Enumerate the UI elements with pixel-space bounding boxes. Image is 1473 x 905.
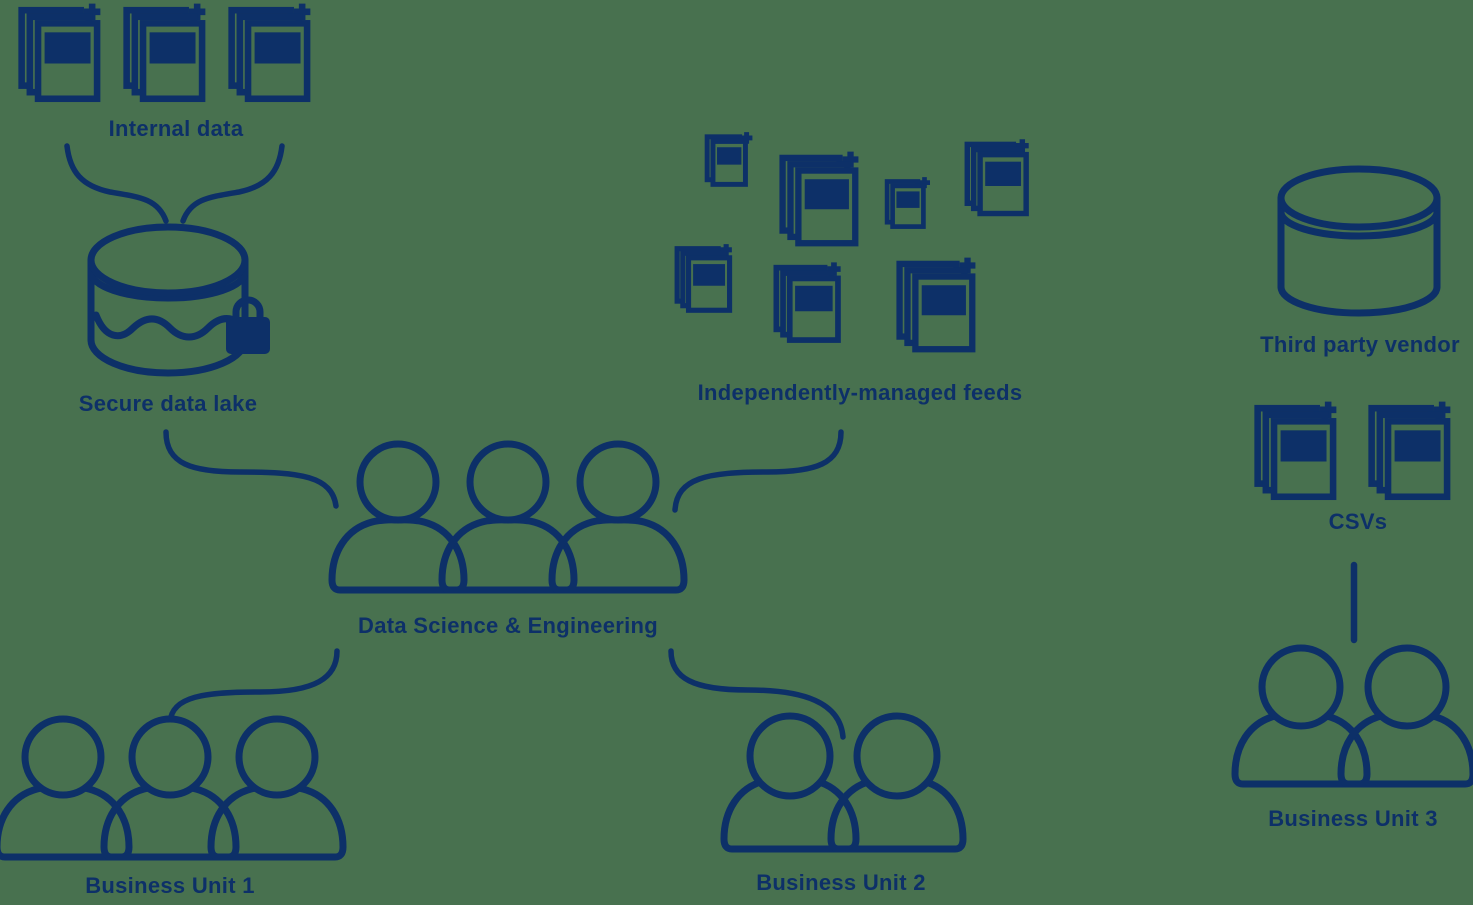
document-stack-icon <box>886 176 931 227</box>
edge-feeds-to-data-science <box>672 429 844 513</box>
document-stack-icon <box>126 3 206 100</box>
internal-data-label: Internal data <box>109 116 244 141</box>
document-stack-icon <box>899 257 976 350</box>
document-stack-icon <box>1371 401 1451 498</box>
locked-database-icon <box>87 223 270 377</box>
edge-lake-to-data-science <box>163 429 339 509</box>
cylinder-top <box>1277 165 1441 231</box>
person-head <box>1364 644 1450 730</box>
padlock-shackle <box>232 296 264 322</box>
database-icon <box>1277 165 1441 317</box>
data-science-engineering-node: Data Science & Engineering <box>332 440 684 638</box>
funnel-right-curve <box>180 143 285 224</box>
document-stack-icon <box>966 138 1030 214</box>
cylinder-bottom <box>87 336 249 377</box>
business-unit-2-node: Business Unit 2 <box>724 712 963 895</box>
business-unit-2-label: Business Unit 2 <box>756 870 926 895</box>
person-head <box>128 715 212 799</box>
cylinder-bottom <box>1277 283 1441 317</box>
edge-data-science-to-bu2 <box>668 648 846 740</box>
people-group-icon <box>332 440 684 590</box>
independent-feeds-node: Independently-managed feeds <box>676 131 1030 405</box>
funnel-left-curve <box>64 143 169 224</box>
secure-data-lake-label: Secure data lake <box>79 391 257 416</box>
business-unit-3-label: Business Unit 3 <box>1268 806 1438 831</box>
person-head <box>576 440 660 524</box>
people-group-icon <box>724 712 963 849</box>
document-stack-icon <box>21 3 101 100</box>
person-head <box>853 712 941 800</box>
person-head <box>746 712 834 800</box>
person-head <box>1258 644 1344 730</box>
edge-data-science-to-bu1 <box>167 648 340 725</box>
third-party-vendor-node: Third party vendor <box>1260 165 1460 357</box>
cylinder-sides <box>1277 194 1441 291</box>
document-stack-icon <box>1257 401 1337 498</box>
document-stack-icon <box>706 131 753 185</box>
document-stack-icon <box>676 243 733 311</box>
secure-data-lake-node: Secure data lake <box>79 223 270 416</box>
document-stack-icon <box>782 151 859 244</box>
independent-feeds-label: Independently-managed feeds <box>698 380 1023 405</box>
people-group-icon <box>0 715 343 857</box>
document-stack-icon <box>776 262 841 341</box>
csvs-label: CSVs <box>1329 509 1388 534</box>
business-unit-1-label: Business Unit 1 <box>85 873 255 898</box>
person-head <box>466 440 550 524</box>
third-party-vendor-label: Third party vendor <box>1260 332 1460 357</box>
padlock-icon <box>226 296 270 354</box>
padlock-body <box>226 317 270 354</box>
people-group-icon <box>1235 644 1473 784</box>
person-head <box>356 440 440 524</box>
business-unit-3-node: Business Unit 3 <box>1235 644 1473 831</box>
edge-internal-data-to-lake <box>64 143 285 224</box>
cylinder-top <box>87 223 249 297</box>
cylinder-rim <box>87 268 249 302</box>
person-head <box>235 715 319 799</box>
person-head <box>21 715 105 799</box>
cylinder-rim <box>1277 208 1441 240</box>
csvs-node: CSVs <box>1257 401 1451 534</box>
business-unit-1-node: Business Unit 1 <box>0 715 343 898</box>
data-science-engineering-label: Data Science & Engineering <box>358 613 658 638</box>
water-wave <box>92 311 242 341</box>
document-stack-icon <box>231 3 311 100</box>
internal-data-node: Internal data <box>21 3 311 141</box>
